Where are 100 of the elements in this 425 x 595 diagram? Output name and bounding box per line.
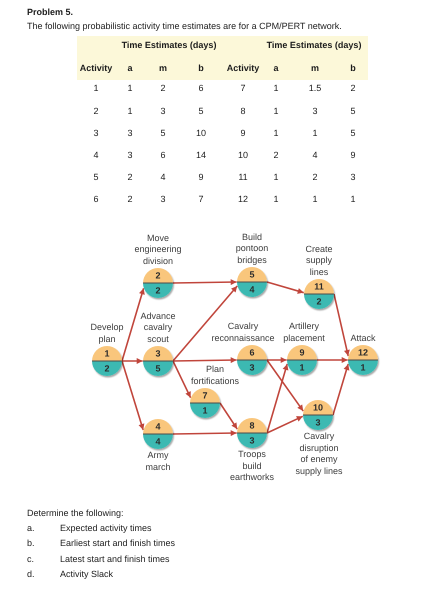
activity-duration: 3	[316, 418, 320, 427]
arrow	[266, 360, 304, 412]
activity-id: 10	[313, 404, 323, 412]
arrow	[122, 358, 143, 364]
time-estimate: 1	[274, 106, 278, 116]
activity-duration: 3	[250, 363, 254, 372]
column-header: Activity	[80, 62, 112, 74]
time-estimate: 2	[312, 172, 318, 182]
activity-duration: 4	[250, 285, 254, 294]
list-item-text: Expected activity times	[60, 522, 152, 534]
activity-duration: 2	[104, 364, 110, 373]
activity-number: 8	[240, 106, 246, 116]
arrow	[333, 294, 350, 356]
time-estimate: 6	[198, 82, 204, 94]
activity-id: 2	[156, 272, 160, 280]
arrow	[267, 357, 287, 363]
arrow	[266, 364, 288, 434]
activity-number: 6	[94, 194, 98, 204]
activity-duration: 3	[250, 436, 254, 445]
activity-number: 4	[94, 150, 98, 160]
time-estimate: 2	[350, 82, 356, 94]
arrow	[266, 281, 304, 294]
time-estimate: 1	[312, 128, 318, 138]
problem-title: Problem 5.	[27, 6, 74, 18]
activity-number: 10	[238, 150, 248, 160]
activity-number: 5	[94, 172, 98, 182]
activity-id: 6	[250, 348, 254, 358]
time-estimate: 3	[160, 106, 166, 116]
activity-label: Create supply lines	[306, 244, 332, 278]
column-header: m	[159, 62, 167, 74]
column-group-header: Time Estimates (days)	[122, 40, 216, 50]
activity-number: 3	[94, 128, 98, 138]
time-estimate: 5	[160, 128, 166, 138]
time-estimate: 1	[274, 82, 278, 94]
time-estimate: 2	[128, 194, 132, 204]
time-estimate: 3	[128, 128, 132, 138]
activity-duration: 4	[156, 437, 160, 446]
time-estimate: 3	[350, 172, 356, 182]
list-marker: c.	[27, 553, 34, 564]
time-estimate: 3	[312, 106, 318, 116]
time-estimate: 1	[312, 194, 318, 204]
activity-label: Artillery placement	[283, 321, 325, 344]
arrow	[172, 430, 237, 436]
time-estimate: 1	[274, 128, 278, 138]
activity-duration: 1	[300, 363, 304, 372]
activity-number: 9	[240, 128, 246, 138]
time-estimate: 5	[198, 106, 204, 116]
time-estimate: 14	[196, 150, 206, 160]
arrow	[172, 357, 237, 364]
arrow	[266, 416, 304, 434]
time-estimate: 9	[350, 150, 356, 160]
column-header: b	[198, 62, 204, 74]
activity-id: 1	[104, 350, 110, 358]
activity-number: 11	[238, 172, 248, 182]
activity-number: 2	[94, 106, 98, 116]
activity-id: 12	[358, 348, 368, 358]
time-estimate: 4	[312, 150, 318, 160]
list-item-text: Earliest start and finish times	[60, 538, 176, 548]
activity-id: 8	[250, 422, 254, 430]
time-estimate: 1	[350, 194, 356, 204]
activity-id: 4	[156, 422, 160, 432]
list-marker: a.	[27, 522, 35, 534]
activity-label: Build pontoon bridges	[236, 232, 268, 266]
arrow	[172, 279, 237, 286]
column-header: a	[128, 62, 132, 74]
activity-label: Plan fortifications	[190, 364, 240, 387]
activity-number: 1	[94, 82, 98, 94]
arrow	[219, 402, 238, 430]
activity-number: 12	[238, 194, 248, 204]
activity-label: Army march	[146, 450, 170, 473]
column-group-header: Time Estimates (days)	[266, 40, 362, 50]
list-marker: d.	[27, 568, 35, 580]
list-item-text: Activity Slack	[60, 568, 114, 580]
arrow	[172, 360, 192, 398]
activity-label: Move engineering division	[134, 232, 182, 267]
column-header: b	[350, 62, 356, 74]
column-header: m	[311, 62, 319, 74]
time-estimate: 10	[196, 128, 206, 138]
activity-label: Develop plan	[90, 322, 124, 345]
activity-duration: 5	[156, 364, 160, 373]
time-estimate: 1	[274, 194, 278, 204]
column-header: Activity	[226, 62, 260, 74]
time-estimate: 1	[274, 172, 278, 182]
activity-id: 3	[156, 350, 160, 358]
time-estimate: 7	[198, 194, 204, 204]
activity-duration: 1	[202, 406, 208, 415]
activity-id: 7	[202, 392, 208, 400]
activity-id: 11	[314, 282, 324, 292]
arrow	[121, 288, 145, 362]
activity-id: 5	[250, 270, 254, 280]
column-header: a	[274, 62, 278, 74]
arrow	[332, 364, 350, 416]
activity-label: Cavalry reconnaissance	[211, 321, 275, 344]
activity-duration: 2	[156, 286, 160, 295]
activity-duration: 1	[360, 363, 366, 372]
activity-label: Troops build earthworks	[230, 449, 274, 484]
time-estimate: 5	[350, 106, 356, 116]
intro-text: The following probabilistic activity time estimates are for a CPM/PERT network.	[27, 20, 342, 32]
activity-id: 9	[300, 348, 304, 358]
list-item-text: Latest start and finish times	[60, 553, 170, 564]
